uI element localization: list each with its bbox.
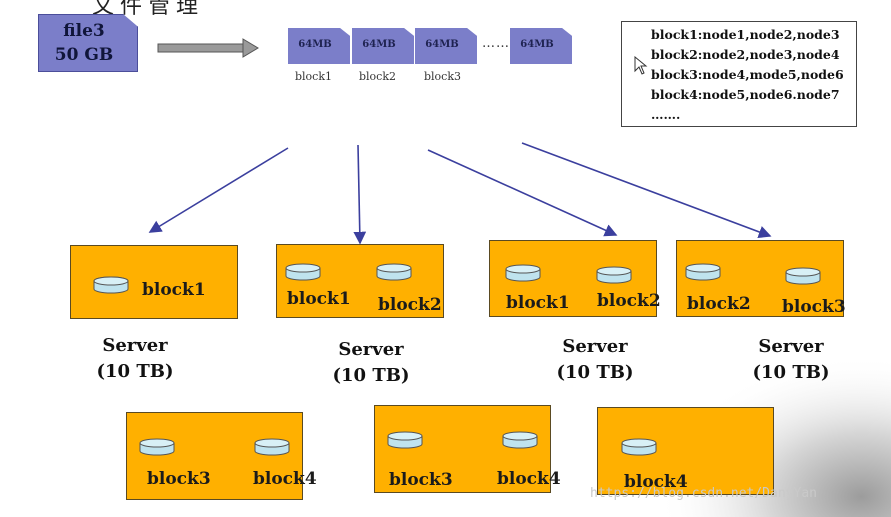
server-capacity: (10 TB) (556, 362, 634, 383)
disk-icon (596, 266, 632, 284)
block-chunk-size: 64MB (425, 39, 459, 50)
server-block-label: block2 (597, 291, 661, 311)
server-box-7: block4 (597, 407, 774, 495)
server-block-label: block3 (782, 297, 846, 317)
disk-icon (254, 438, 290, 456)
server-block-label: block2 (687, 294, 751, 314)
server-box-5: block3 block4 (126, 412, 317, 500)
server-box-3: block1 block2 (489, 240, 661, 317)
server-label: Server (102, 335, 168, 356)
disk-icon (785, 267, 821, 285)
distribution-arrow-4 (521, 142, 772, 239)
block-chunk-last: 64MB (510, 28, 572, 64)
mapping-line: block2:node2,node3,node4 (651, 47, 840, 62)
server-capacity: (10 TB) (752, 362, 830, 383)
block-chunk-label: block2 (359, 70, 397, 83)
server-box-1: block1 (70, 245, 238, 319)
block-chunk-size: 64MB (362, 39, 396, 50)
server-box-4: block2 block3 (676, 240, 846, 317)
disk-icon (621, 438, 657, 456)
disk-icon (93, 276, 129, 294)
disk-icon (685, 263, 721, 281)
distribution-arrow-1 (148, 147, 289, 233)
server-box-2: block1 block2 (276, 244, 444, 318)
server-label: Server (758, 336, 824, 357)
mapping-line: block3:node4,mode5,node6 (651, 67, 844, 82)
server-block-label: block1 (142, 280, 206, 300)
mapping-line: ……. (651, 107, 681, 122)
block-chunk-label: block3 (424, 70, 462, 83)
watermark-url: https://blog.csdn.net/DanyYan (590, 486, 817, 501)
disk-icon (139, 438, 175, 456)
block-chunk-size: 64MB (520, 39, 554, 50)
file-icon: file3 50 GB (38, 14, 138, 72)
file-name: file3 (63, 21, 105, 41)
server-block-label: block3 (389, 470, 453, 490)
disk-icon (502, 431, 538, 449)
server-caption-2: Server (10 TB) (311, 337, 431, 389)
server-capacity: (10 TB) (332, 365, 410, 386)
server-block-label: block4 (624, 472, 688, 492)
server-block-label: block2 (378, 295, 442, 315)
server-label: Server (338, 339, 404, 360)
server-box-6: block3 block4 (374, 405, 561, 493)
disk-icon (505, 264, 541, 282)
block-chunk-2: 64MB (352, 28, 414, 64)
disk-icon (376, 263, 412, 281)
disk-icon (285, 263, 321, 281)
block-chunk-size: 64MB (298, 39, 332, 50)
block-chunk-label: block1 (295, 70, 333, 83)
distribution-arrow-3 (427, 149, 618, 237)
server-block-label: block1 (506, 293, 570, 313)
server-caption-3: Server (10 TB) (535, 334, 655, 386)
server-block-label: block4 (497, 469, 561, 489)
mapping-line: block1:node1,node2,node3 (651, 27, 840, 42)
file-size: 50 GB (54, 45, 114, 65)
server-block-label: block1 (287, 289, 351, 309)
block-chunk-ellipsis: …… (482, 36, 510, 51)
server-label: Server (562, 336, 628, 357)
server-block-label: block4 (253, 469, 317, 489)
file-to-blocks-arrow (157, 38, 259, 58)
mouse-cursor-icon (634, 56, 648, 75)
disk-icon (387, 431, 423, 449)
block-chunk-3: 64MB (415, 28, 477, 64)
server-caption-4: Server (10 TB) (731, 334, 851, 386)
mapping-line: block4:node5,node6.node7 (651, 87, 840, 102)
block-node-mapping-box: block1:node1,node2,node3 block2:node2,no… (621, 21, 857, 127)
server-caption-1: Server (10 TB) (75, 333, 195, 385)
server-block-label: block3 (147, 469, 211, 489)
distribution-arrow-2 (353, 144, 367, 245)
block-chunk-1: 64MB (288, 28, 350, 64)
server-capacity: (10 TB) (96, 361, 174, 382)
